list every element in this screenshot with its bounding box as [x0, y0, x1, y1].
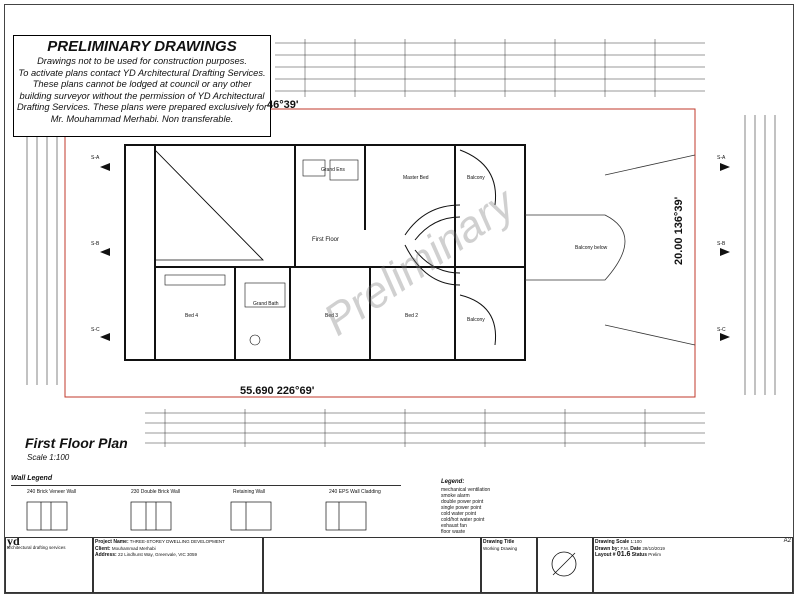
wall-type: 230 Double Brick Wall — [131, 489, 181, 495]
preliminary-notice: PRELIMINARY DRAWINGS Drawings not to be … — [13, 35, 271, 137]
section-label: S-A — [717, 155, 726, 161]
drawing-title-block: Drawing Title Working Drawing — [481, 537, 537, 593]
sheet-code: A2 — [783, 538, 791, 544]
wall-type: 240 Brick Veneer Wall — [27, 489, 77, 495]
notice-line: Drafting Services. These plans were prep… — [16, 102, 268, 112]
notice-line: To activate plans contact YD Architectur… — [18, 67, 266, 78]
date-label: Date — [630, 545, 642, 552]
wall-legend-title: Wall Legend — [11, 475, 53, 482]
address-label: Address: — [95, 552, 117, 558]
room-balcony: Balcony — [467, 317, 485, 323]
section-label: S-C — [91, 327, 100, 333]
room-balcony: Balcony — [467, 175, 485, 181]
plan-scale: Scale 1:100 — [27, 453, 70, 462]
drawing-scale-value: 1:100 — [630, 539, 642, 544]
notes-block — [263, 537, 481, 593]
project-name: THREE-STOREY DWELLING DEVELOPMENT — [129, 539, 225, 544]
legend-item: floor waste — [441, 529, 466, 535]
company-block: yd architectural drafting services — [5, 537, 93, 593]
legend-item: smoke alarm — [441, 493, 470, 499]
left-dimension-lines — [26, 125, 58, 385]
room-bed-3: Bed 3 — [325, 313, 339, 319]
notice-line: building surveyor without the permission… — [19, 90, 265, 101]
notice-line: Mr. Mouhammad Merhabi. Non transferable. — [50, 113, 234, 124]
legend-list: mechanical ventilation smoke alarm doubl… — [441, 487, 553, 535]
room-master-bed: Master Bed — [403, 175, 429, 181]
company-logo: yd — [7, 537, 20, 548]
section-label: S-C — [717, 327, 726, 333]
wall-legend: 240 Brick Veneer Wall 230 Double Brick W… — [11, 485, 401, 536]
bottom-dimension-lines — [145, 412, 705, 444]
void-area — [154, 149, 264, 261]
legend-item: cold/hot water point — [441, 517, 485, 523]
status-value: Prelim — [648, 552, 662, 557]
section-label: S-B — [91, 241, 100, 247]
wall-type: 240 EPS Wall Cladding — [329, 489, 381, 495]
floor-plan-drawing — [26, 39, 776, 447]
legend-item: mechanical ventilation — [441, 487, 491, 493]
section-marks — [100, 163, 730, 341]
bearing-top: 46°39' — [267, 99, 299, 111]
property-boundary — [64, 108, 696, 398]
notice-line: These plans cannot be lodged at council … — [32, 79, 252, 89]
drawn-by-value: F.M. — [620, 545, 629, 551]
balcony-below-outline — [525, 154, 696, 346]
notice-title: PRELIMINARY DRAWINGS — [47, 38, 237, 55]
room-balcony-below: Balcony below — [575, 245, 608, 251]
bearing-right: 20.00 136°39' — [673, 196, 685, 265]
layout-label: Layout # — [595, 552, 616, 558]
company-subtitle: architectural drafting services — [7, 544, 66, 550]
legend-item: cold water point — [441, 511, 477, 517]
room-grand-bath: Grand Bath — [253, 301, 279, 307]
notice-line: Drawings not to be used for construction… — [37, 56, 247, 66]
client-label: Client: — [95, 545, 111, 552]
date-value: 28/10/2019 — [642, 545, 665, 551]
status-label: Status — [631, 552, 647, 558]
project-label: Project Name: — [95, 539, 129, 545]
wall-type: Retaining Wall — [233, 489, 266, 495]
project-address: 22 Lindhurst Way, Greenvale, VIC 3059 — [117, 552, 197, 557]
wall-legend-swatches — [26, 501, 367, 531]
project-block: Project Name: THREE-STOREY DWELLING DEVE… — [93, 537, 263, 593]
spiral-staircase — [404, 149, 497, 346]
section-label: S-B — [717, 241, 726, 247]
legend-item: single power point — [441, 505, 482, 511]
drawing-sheet: PRELIMINARY DRAWINGS Drawings not to be … — [4, 4, 794, 594]
legend-item: exhaust fan — [441, 523, 467, 529]
plan-title: First Floor Plan — [25, 435, 128, 451]
client-name: Mouhammad Merhabi — [111, 545, 156, 551]
room-bed-2: Bed 2 — [405, 313, 419, 319]
section-label: S-A — [91, 155, 100, 161]
legend-title: Legend: — [441, 479, 465, 485]
sheet-info-block: Drawing Scale 1:100 A2 Drawn by: F.M. Da… — [593, 537, 793, 593]
layout-number: 01.6 — [616, 551, 631, 558]
drawing-title-label: Drawing Title — [483, 539, 515, 545]
drawing-scale-label: Drawing Scale — [595, 539, 630, 545]
room-first-floor: First Floor — [312, 237, 339, 243]
bearing-bottom: 55.690 226°69' — [240, 385, 315, 397]
drawn-by-label: Drawn by: — [595, 545, 620, 552]
drawing-type: Working Drawing — [483, 545, 518, 551]
north-point-block — [537, 537, 593, 593]
right-dimension-lines — [744, 115, 776, 395]
north-arrow-icon — [551, 551, 577, 577]
fixtures — [164, 159, 359, 346]
legend-item: double power point — [441, 499, 484, 505]
room-grand-ens: Grand Ens — [321, 167, 345, 173]
top-dimension-lines — [275, 42, 705, 92]
room-bed-4: Bed 4 — [185, 313, 199, 319]
